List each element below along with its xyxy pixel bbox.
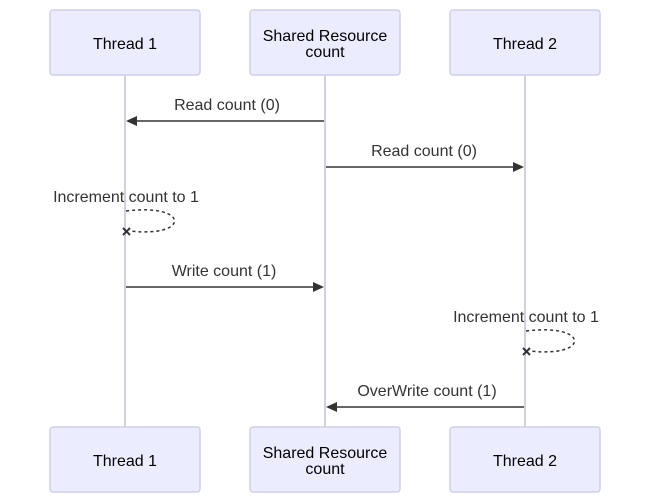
cross-icon <box>522 347 531 356</box>
actor-bottom-t2: Thread 2 <box>449 426 601 493</box>
message-label: Increment count to 1 <box>453 309 599 326</box>
message-label: Increment count to 1 <box>53 189 199 206</box>
actor-bottom-t1-label: Thread 1 <box>93 453 157 470</box>
message-label: Read count (0) <box>174 97 280 114</box>
actor-top-t1: Thread 1 <box>49 9 201 76</box>
actor-bottom-sr-label-line1: Shared Resource <box>263 445 388 462</box>
message-write-count: Write count (1) <box>126 263 324 292</box>
message-increment-t2: Increment count to 1 <box>453 309 599 356</box>
actor-bottom-sr: Shared Resource count <box>249 426 401 493</box>
message-read-count-t1: Read count (0) <box>126 97 324 126</box>
actor-bottom-t2-label: Thread 2 <box>493 453 557 470</box>
arrow-right-icon <box>313 282 324 292</box>
message-increment-t1: Increment count to 1 <box>53 189 199 236</box>
message-label: Read count (0) <box>371 143 477 160</box>
message-read-count-t2: Read count (0) <box>326 143 524 172</box>
cross-icon <box>122 227 131 236</box>
actor-top-t1-label: Thread 1 <box>93 36 157 53</box>
message-label: OverWrite count (1) <box>357 383 496 400</box>
arrow-right-icon <box>513 162 524 172</box>
actor-bottom-t1: Thread 1 <box>49 426 201 493</box>
lifelines <box>124 75 526 427</box>
arrow-left-icon <box>326 402 337 412</box>
actor-top-t2-label: Thread 2 <box>493 36 557 53</box>
actor-top-sr-label-line1: Shared Resource <box>263 28 388 45</box>
message-overwrite-count: OverWrite count (1) <box>326 383 524 412</box>
arrow-left-icon <box>126 116 137 126</box>
message-label: Write count (1) <box>172 263 277 280</box>
actor-bottom-sr-label-line2: count <box>305 461 345 478</box>
actor-top-sr-label-line2: count <box>305 44 345 61</box>
actor-top-sr: Shared Resource count <box>249 9 401 76</box>
actor-top-t2: Thread 2 <box>449 9 601 76</box>
